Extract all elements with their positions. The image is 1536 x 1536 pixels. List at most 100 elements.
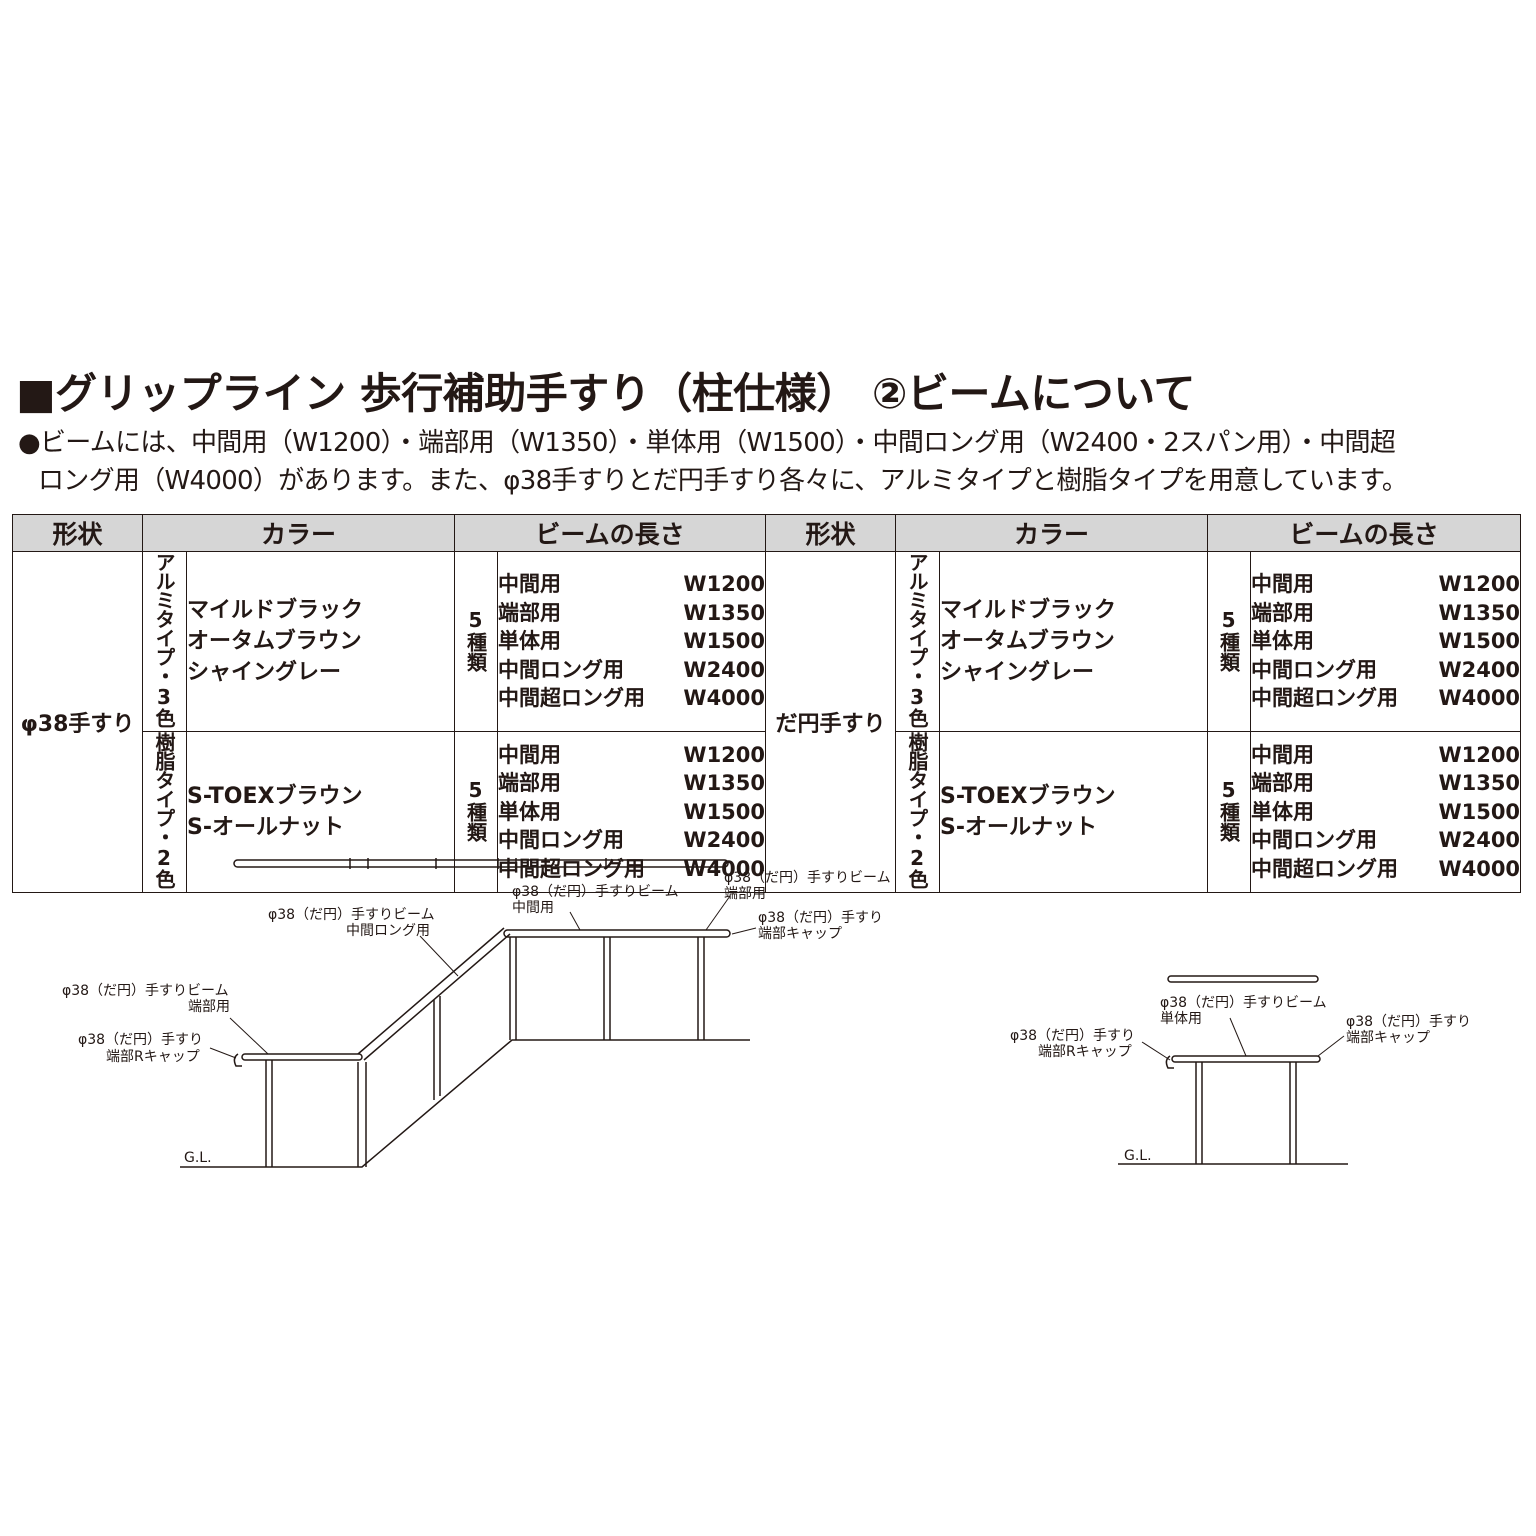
length-value: W1200 — [1438, 572, 1521, 597]
color-item: S-TOEXブラウン — [940, 784, 1116, 809]
label-single-sub: 単体用 — [1160, 1011, 1202, 1027]
length-value: W1500 — [1438, 629, 1521, 654]
length-name: 中間超ロング用 — [1251, 686, 1399, 711]
shape-cell: φ38手すり — [12, 551, 143, 893]
length-name: 端部用 — [498, 600, 562, 625]
length-row: 端部用 W1350 — [498, 769, 765, 798]
length-row: 中間ロング用 W2400 — [1251, 826, 1520, 855]
header-length: ビームの長さ — [454, 514, 767, 552]
type-cell: 樹脂タイプ・2色 — [142, 731, 187, 893]
page-title: ■グリップライン 歩行補助手すり（柱仕様） ②ビームについて — [16, 369, 1195, 418]
length-row: 中間超ロング用 W4000 — [1251, 855, 1520, 884]
kinds-label: 5種類 — [1216, 778, 1241, 842]
table-row: 樹脂タイプ・2色 S-TOEXブラウン S-オールナット 5種類 中間用 W120… — [13, 731, 1522, 893]
label-mid-long-sub: 中間ロング用 — [346, 923, 430, 939]
header-color: カラー — [141, 514, 456, 552]
label-gl-right: G.L. — [1124, 1148, 1152, 1164]
description-line-2: ロング用（W4000）があります。また、φ38手すりとだ円手すり各々に、アルミタ… — [38, 466, 1408, 496]
kinds-label: 5種類 — [463, 778, 488, 842]
length-value: W2400 — [1438, 828, 1521, 853]
diagram-labels: φ38（だ円）手すりビーム 端部用 φ38（だ円）手すり 端部Rキャップ φ38… — [62, 870, 1471, 1166]
kinds-label: 5種類 — [1216, 607, 1241, 672]
label-mid-long: φ38（だ円）手すりビーム — [268, 907, 435, 923]
label-single-r-cap: φ38（だ円）手すり — [1010, 1028, 1135, 1044]
handrail-diagram: φ38（だ円）手すりビーム 端部用 φ38（だ円）手すり 端部Rキャップ φ38… — [62, 858, 1471, 1168]
length-name: 端部用 — [498, 771, 562, 796]
length-name: 中間ロング用 — [1251, 828, 1378, 853]
label-mid: φ38（だ円）手すりビーム — [512, 884, 679, 900]
table-row: φ38手すり アルミタイプ・3色 マイルドブラック オータムブラウン シャイング… — [12, 551, 1522, 893]
upper-beam-drawing — [503, 929, 731, 1040]
length-value: W4000 — [683, 686, 766, 711]
shape-cell: だ円手すり — [765, 551, 897, 893]
length-row: 端部用 W1350 — [498, 599, 765, 628]
length-value: W1350 — [1438, 771, 1521, 796]
type-cell: 樹脂タイプ・2色 — [895, 731, 941, 893]
label-end-beam-right-sub: 端部用 — [724, 886, 766, 902]
type-label: 樹脂タイプ・2色 — [905, 732, 930, 888]
header-shape: 形状 — [765, 514, 897, 552]
kinds-cell: 5種類 — [1207, 731, 1252, 893]
lower-beam-drawing — [233, 1053, 367, 1167]
label-end-cap-sub: 端部キャップ — [758, 926, 842, 942]
kinds-cell: 5種類 — [454, 551, 499, 732]
length-name: 単体用 — [498, 629, 562, 654]
header-shape: 形状 — [12, 514, 143, 552]
kinds-label: 5種類 — [463, 607, 488, 672]
color-item: S-TOEXブラウン — [187, 784, 363, 809]
length-name: 端部用 — [1251, 600, 1315, 625]
length-value: W1350 — [683, 771, 766, 796]
header-color: カラー — [895, 514, 1209, 552]
length-name: 中間超ロング用 — [498, 686, 646, 711]
label-end-beam-right: φ38（だ円）手すりビーム — [724, 870, 891, 886]
length-name: 中間ロング用 — [498, 657, 625, 682]
length-name: 中間ロング用 — [1251, 657, 1378, 682]
length-name: 中間用 — [498, 742, 562, 767]
label-end-r-cap: φ38（だ円）手すり — [78, 1032, 203, 1048]
label-end-cap: φ38（だ円）手すり — [758, 910, 883, 926]
label-single: φ38（だ円）手すりビーム — [1160, 995, 1327, 1011]
length-row: 中間超ロング用 W4000 — [498, 684, 765, 713]
color-item: マイルドブラック — [187, 598, 364, 623]
length-name: 単体用 — [498, 799, 562, 824]
label-single-r-cap-sub: 端部Rキャップ — [1038, 1044, 1132, 1060]
label-end-beam: φ38（だ円）手すりビーム — [62, 983, 229, 999]
spec-table: 形状 カラー ビームの長さ 形状 カラー ビームの長さ φ38手すり アルミタイ… — [12, 514, 1522, 893]
length-row: 中間用 W1200 — [498, 741, 765, 770]
length-row: 単体用 W1500 — [498, 798, 765, 827]
label-end-beam-sub: 端部用 — [188, 999, 230, 1015]
length-value: W4000 — [1438, 856, 1521, 881]
color-item: シャイングレー — [940, 660, 1095, 685]
length-value: W1200 — [1438, 742, 1521, 767]
description-line-1: ●ビームには、中間用（W1200）・端部用（W1350）・単体用（W1500）・… — [18, 428, 1396, 458]
length-name: 単体用 — [1251, 799, 1315, 824]
color-item: シャイングレー — [187, 660, 342, 685]
color-item: S-オールナット — [187, 815, 344, 840]
colors-cell: S-TOEXブラウン S-オールナット — [185, 731, 456, 893]
length-value: W1500 — [683, 629, 766, 654]
description: ●ビームには、中間用（W1200）・端部用（W1350）・単体用（W1500）・… — [18, 424, 1528, 500]
length-value: W1350 — [683, 600, 766, 625]
table-header-row: 形状 カラー ビームの長さ 形状 カラー ビームの長さ — [12, 514, 1522, 552]
color-item: オータムブラウン — [187, 629, 362, 654]
type-cell: アルミタイプ・3色 — [895, 551, 941, 732]
length-name: 中間超ロング用 — [1251, 856, 1399, 881]
length-value: W1500 — [683, 799, 766, 824]
type-cell: アルミタイプ・3色 — [142, 551, 187, 732]
label-gl-left: G.L. — [184, 1150, 212, 1166]
type-label: 樹脂タイプ・2色 — [152, 732, 176, 888]
header-length: ビームの長さ — [1207, 514, 1522, 552]
length-value: W1200 — [683, 742, 766, 767]
